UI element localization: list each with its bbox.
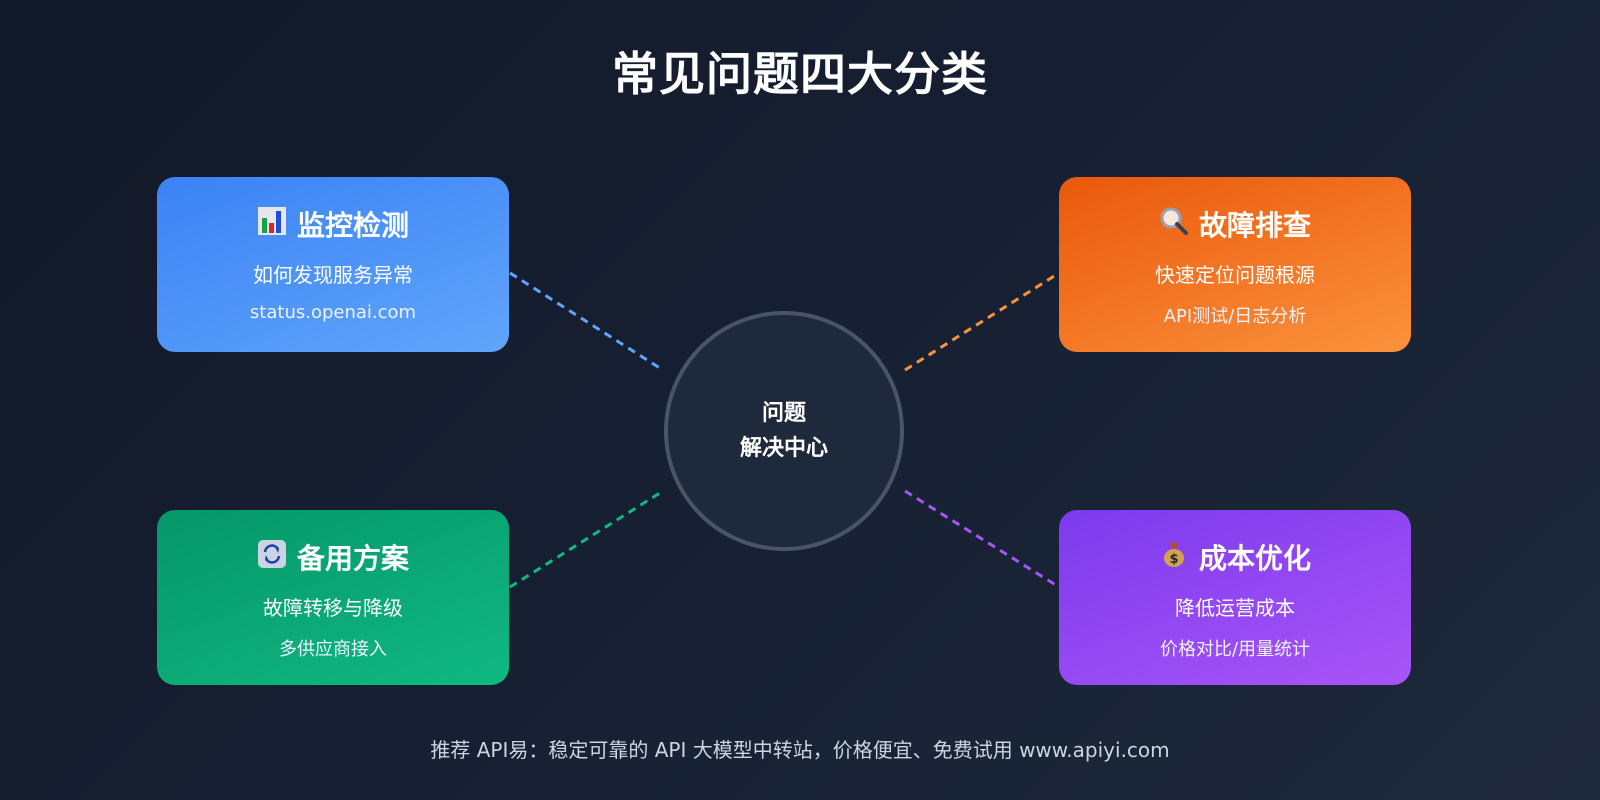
card-monitoring: 监控检测 如何发现服务异常 status.openai.com [157, 177, 509, 352]
hub-line1: 问题 [761, 400, 806, 426]
card-detail: status.openai.com [249, 302, 417, 323]
card-detail: 多供应商接入 [279, 639, 387, 660]
card-troubleshooting: 故障排查 快速定位问题根源 API测试/日志分析 [1059, 177, 1411, 352]
card-title: 故障排查 [1198, 209, 1311, 242]
card-title: 成本优化 [1198, 542, 1311, 575]
card-title: 监控检测 [296, 209, 409, 242]
card-cost: $ 成本优化 降低运营成本 价格对比/用量统计 [1059, 510, 1411, 685]
money-bag-icon: $ [1159, 539, 1189, 576]
svg-text:$: $ [1169, 552, 1178, 567]
hub-line2: 解决中心 [739, 436, 828, 461]
hub-circle: 问题 解决中心 [664, 311, 904, 551]
page-title: 常见问题四大分类 [612, 47, 988, 101]
refresh-icon [257, 539, 287, 576]
card-detail: API测试/日志分析 [1163, 306, 1307, 327]
card-subtitle: 如何发现服务异常 [253, 263, 413, 287]
connector-troubleshooting [904, 271, 1060, 372]
card-subtitle: 降低运营成本 [1175, 596, 1295, 620]
card-subtitle: 故障转移与降级 [263, 596, 403, 620]
card-fallback: 备用方案 故障转移与降级 多供应商接入 [157, 510, 509, 685]
card-title: 备用方案 [296, 542, 409, 575]
connector-fallback [509, 489, 664, 589]
card-detail: 价格对比/用量统计 [1159, 639, 1311, 660]
magnifier-icon [1159, 206, 1189, 243]
connector-monitoring [509, 271, 664, 372]
bar-chart-icon [257, 206, 287, 243]
footer-recommendation: 推荐 API易：稳定可靠的 API 大模型中转站，价格便宜、免费试用 www.a… [430, 738, 1170, 762]
card-subtitle: 快速定位问题根源 [1155, 263, 1315, 287]
connector-cost [904, 489, 1060, 589]
